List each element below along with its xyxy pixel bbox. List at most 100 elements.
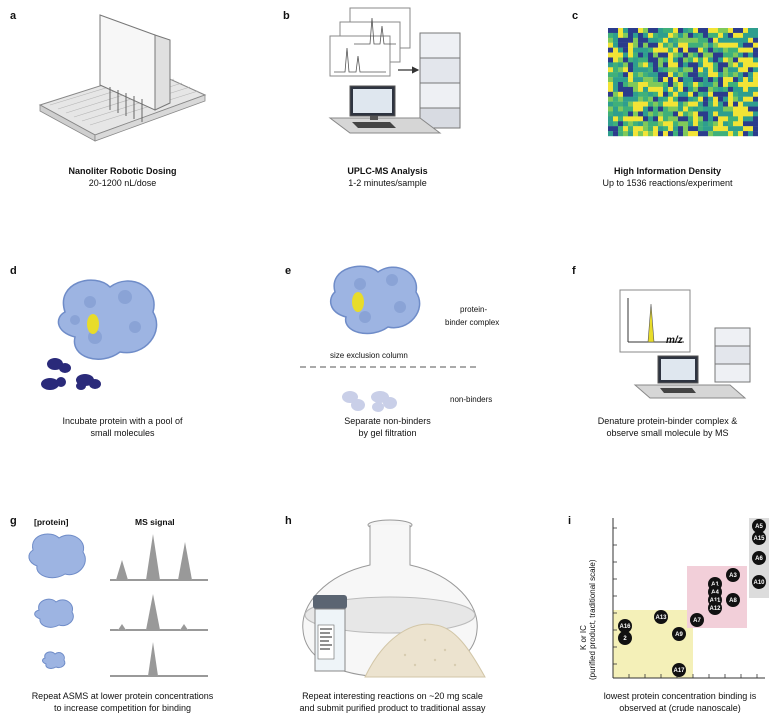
heatmap-cell (673, 32, 678, 39)
heatmap-cell (688, 96, 693, 102)
heatmap-cell (673, 28, 678, 34)
heatmap-cell (723, 42, 728, 48)
heatmap-cell (753, 62, 758, 68)
heatmap-cell (618, 62, 623, 68)
heatmap-cell (718, 37, 723, 43)
heatmap-cell (723, 121, 728, 127)
heatmap-cell (698, 131, 703, 137)
heatmap-cell (668, 126, 673, 132)
heatmap-cell (723, 101, 728, 107)
heatmap-cell (748, 32, 753, 39)
heatmap-cell (648, 111, 653, 117)
svg-text:A7: A7 (693, 618, 701, 624)
heatmap-cell (648, 47, 653, 53)
heatmap-cell (688, 52, 693, 58)
heatmap-cell (613, 96, 618, 102)
heatmap-cell (738, 72, 743, 78)
heatmap-cell (628, 37, 633, 43)
caption-c-title: High Information Density (613, 166, 721, 176)
heatmap-cell (713, 57, 718, 63)
heatmap-cell (703, 131, 708, 137)
heatmap-cell (698, 126, 703, 132)
heatmap-cell (648, 91, 653, 97)
heatmap-cell (668, 77, 673, 83)
heatmap-cell (723, 37, 728, 43)
heatmap-cell (618, 96, 623, 102)
heatmap-cell (693, 111, 698, 117)
yaxis-label-2: (purified product, traditional scale) (588, 559, 597, 680)
heatmap-cell (753, 52, 758, 58)
heatmap-cell (718, 91, 723, 97)
heatmap-cell (718, 62, 723, 68)
heatmap-cell (713, 82, 718, 88)
heatmap-cell (743, 131, 748, 137)
heatmap-cell (643, 28, 648, 34)
heatmap-cell (718, 116, 723, 122)
heatmap-cell (713, 67, 718, 73)
heatmap-cell (703, 86, 708, 93)
heatmap-cell (678, 126, 683, 132)
heatmap-cell (668, 62, 673, 68)
svg-text:A1: A1 (711, 582, 719, 588)
heatmap-cell (638, 131, 643, 137)
heatmap-cell (678, 57, 683, 63)
heatmap-cell (748, 72, 753, 78)
heatmap-cell (743, 28, 748, 34)
heatmap-cell (748, 28, 753, 34)
heatmap-cell (648, 57, 653, 63)
heatmap-cell (658, 77, 663, 83)
heatmap-cell (648, 101, 653, 107)
heatmap-cell (633, 77, 638, 83)
heatmap-cell (693, 67, 698, 73)
heatmap-cell (618, 72, 623, 78)
heatmap-cell (613, 101, 618, 107)
heatmap-cell (623, 28, 628, 34)
heatmap-cell (713, 126, 718, 132)
heatmap-cell (658, 52, 663, 58)
heatmap-cell (643, 121, 648, 127)
caption-b: UPLC-MS Analysis 1-2 minutes/sample (280, 165, 495, 189)
heatmap-cell (718, 101, 723, 107)
heatmap-cell (703, 42, 708, 48)
heatmap-cell (648, 52, 653, 58)
heatmap-cell (693, 47, 698, 53)
heatmap-cell (733, 52, 738, 58)
heatmap-cell (698, 121, 703, 127)
panel-label-e: e (285, 265, 292, 277)
heatmap-cell (653, 28, 658, 34)
heatmap-cell (753, 37, 758, 43)
heatmap-cell (663, 91, 668, 97)
heatmap-cell (703, 101, 708, 107)
heatmap-cell (728, 32, 733, 39)
heatmap-cell (743, 37, 748, 43)
caption-a-title: Nanoliter Robotic Dosing (68, 166, 177, 176)
heatmap-cell (738, 32, 743, 39)
heatmap-cell (753, 111, 758, 117)
heatmap-cell (628, 67, 633, 73)
svg-text:A5: A5 (755, 524, 763, 530)
heatmap-cell (678, 86, 683, 93)
heatmap-cell (748, 116, 753, 122)
heatmap-cell (703, 111, 708, 117)
heatmap-cell (718, 52, 723, 58)
heatmap-cell (748, 42, 753, 48)
heatmap-cell (713, 47, 718, 53)
svg-text:A13: A13 (655, 615, 667, 621)
heatmap-cell (693, 91, 698, 97)
heatmap-cell (728, 91, 733, 97)
heatmap-cell (653, 96, 658, 102)
heatmap-cell (733, 57, 738, 63)
heatmap-cell (653, 126, 658, 132)
heatmap-cell (618, 126, 623, 132)
heatmap-cell (713, 91, 718, 97)
heatmap-cell (693, 28, 698, 34)
heatmap-cell (633, 101, 638, 107)
heatmap-cell (678, 72, 683, 78)
heatmap-cell (753, 77, 758, 83)
heatmap-cell (703, 62, 708, 68)
heatmap-cell (688, 101, 693, 107)
heatmap-cell (683, 126, 688, 132)
heatmap-cell (708, 32, 713, 39)
heatmap-cell (628, 116, 633, 122)
heatmap-cell (703, 121, 708, 127)
